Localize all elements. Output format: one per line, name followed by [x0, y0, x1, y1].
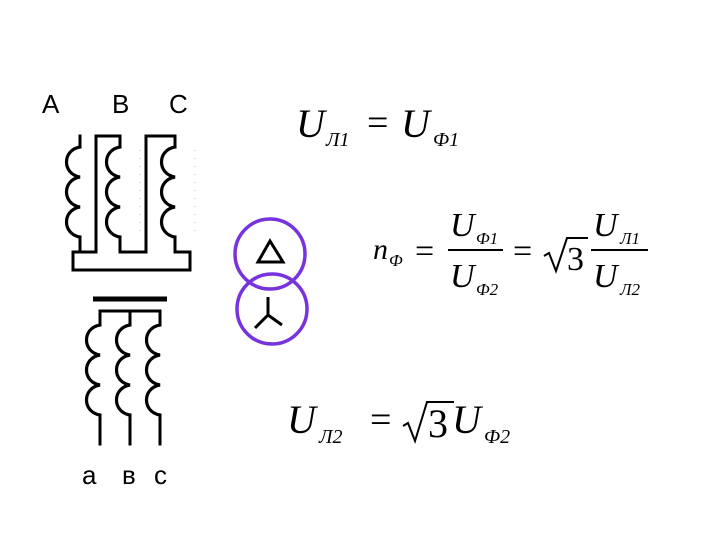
eq2-n-sub: Ф: [389, 251, 403, 270]
secondary-coil-c: [144, 323, 162, 417]
eq3-sqrt-sign: [402, 401, 454, 445]
eq1-rhs-sub: Ф1: [433, 129, 459, 151]
primary-terminal-b: В: [112, 89, 129, 119]
primary-leads: [78, 134, 177, 149]
eq3-sqrt-arg: 3: [428, 401, 448, 446]
eq2-frac1-num-sub: Ф1: [476, 229, 498, 248]
eq1-lhs: U: [296, 101, 328, 146]
eq2-frac1-num: U: [450, 207, 477, 244]
eq2-frac2-num: U: [593, 207, 620, 244]
primary-terminal-c: С: [169, 89, 188, 119]
primary-coil-a: [64, 145, 82, 239]
eq2-frac2-den: U: [593, 258, 620, 295]
eq2-frac2-num-sub: Л1: [619, 229, 640, 248]
eq2-frac1-den-sub: Ф2: [476, 280, 499, 299]
primary-delta-connections: [71, 134, 192, 272]
secondary-coil-a: [84, 323, 102, 417]
primary-coil-b: [104, 145, 122, 239]
primary-terminal-a: А: [42, 89, 60, 119]
star-symbol-icon: [253, 297, 283, 330]
secondary-terminal-b: в: [122, 460, 136, 490]
eq1-equals: =: [367, 102, 388, 144]
primary-coil-c: [159, 145, 177, 239]
eq2-sqrt-sign: [543, 237, 588, 274]
eq2-sqrt-arg: 3: [567, 241, 584, 278]
star-ring: [235, 272, 309, 346]
eq1-rhs: U: [401, 101, 433, 146]
secondary-neutral: [98, 309, 162, 327]
equation-transform-ratio: n Ф = U Ф1 U Ф2 = 3 U Л1 U Л2: [373, 207, 648, 299]
secondary-terminal-c: с: [154, 460, 167, 490]
eq2-equals-1: =: [415, 233, 434, 270]
primary-windings: [64, 134, 196, 272]
eq3-rhs-sub: Ф2: [484, 426, 510, 448]
eq3-lhs-sub: Л2: [318, 426, 343, 448]
delta-symbol-icon: [255, 238, 286, 264]
eq2-equals-2: =: [513, 233, 532, 270]
equation-line-voltage-secondary: U Л2 = 3 U Ф2: [287, 397, 510, 448]
eq2-n: n: [373, 233, 388, 266]
secondary-terminal-a: а: [82, 460, 97, 490]
eq2-frac1-den: U: [450, 258, 477, 295]
eq3-lhs: U: [287, 397, 319, 442]
delta-ring: [233, 217, 307, 291]
eq1-lhs-sub: Л1: [325, 129, 350, 151]
secondary-windings: [84, 309, 162, 446]
eq2-frac2-den-sub: Л2: [619, 280, 641, 299]
eq3-equals: =: [370, 399, 391, 441]
secondary-coil-b: [114, 323, 132, 417]
equation-line-voltage-primary: U Л1 = U Ф1: [296, 101, 459, 151]
secondary-leads: [98, 413, 162, 446]
eq3-rhs: U: [452, 397, 484, 442]
